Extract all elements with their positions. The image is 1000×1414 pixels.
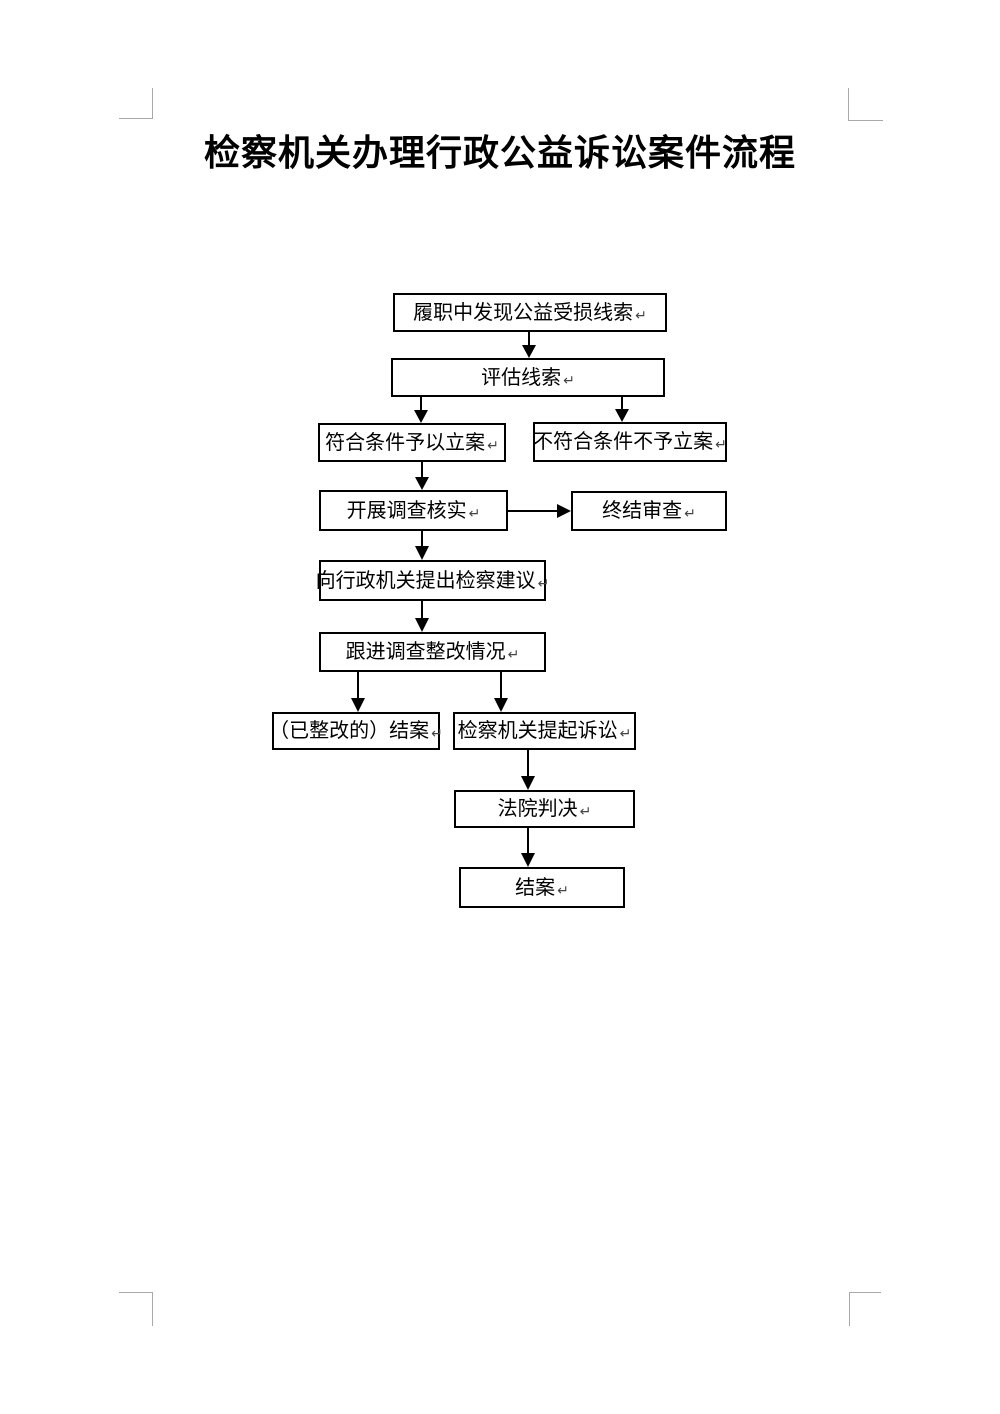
paragraph-return-mark: ↵ <box>635 306 647 323</box>
arrow-suggest-to-follow <box>415 601 429 632</box>
arrow-investigate-to-suggest <box>415 531 429 560</box>
flow-node-label: 履职中发现公益受损线索 <box>413 301 634 324</box>
paragraph-return-mark: ↵ <box>431 725 443 741</box>
flow-node-label: 向行政机关提出检察建议 <box>315 569 536 592</box>
arrow-investigate-to-terminate <box>508 504 571 518</box>
text-boundary-corner-bottom-right <box>849 1292 881 1326</box>
flow-node-label: 不符合条件不予立案 <box>533 431 714 453</box>
flow-node-label: 终结审查 <box>602 500 683 522</box>
arrow-follow-to-prosecute <box>494 672 508 712</box>
paragraph-return-mark: ↵ <box>579 803 592 819</box>
flow-node-clue-found: 履职中发现公益受损线索↵ <box>393 293 667 332</box>
arrow-assess-to-nofile <box>615 397 629 422</box>
flow-node-investigate-verify: 开展调查核实↵ <box>319 490 508 531</box>
paragraph-return-mark: ↵ <box>487 436 499 453</box>
flow-node-label: 法院判决 <box>497 798 578 820</box>
arrow-clue-to-assess <box>522 332 536 358</box>
flow-node-label: 评估线索 <box>481 366 562 389</box>
paragraph-return-mark: ↵ <box>557 881 569 898</box>
text-boundary-corner-top-left <box>119 88 153 119</box>
flow-node-assess-clue: 评估线索↵ <box>391 358 665 397</box>
flow-node-terminate-review: 终结审查↵ <box>571 491 727 531</box>
paragraph-return-mark: ↵ <box>507 646 520 662</box>
flow-node-label: 符合条件予以立案 <box>325 431 486 454</box>
paragraph-return-mark: ↵ <box>619 725 632 741</box>
paragraph-return-mark: ↵ <box>715 436 727 452</box>
flow-node-follow-up-rectification: 跟进调查整改情况↵ <box>319 632 546 672</box>
flow-node-label: 结案 <box>515 876 556 899</box>
flow-node-label: 检察机关提起诉讼 <box>457 720 618 742</box>
arrow-court-to-close <box>521 828 535 867</box>
flow-node-court-judgment: 法院判决↵ <box>454 790 635 828</box>
text-boundary-corner-top-right <box>848 88 883 121</box>
flow-node-close-case: 结案↵ <box>459 867 625 908</box>
flow-node-procuratorial-suggestion: 向行政机关提出检察建议↵ <box>315 560 549 601</box>
paragraph-return-mark: ↵ <box>468 504 481 521</box>
flow-node-no-file-case: 不符合条件不予立案↵ <box>533 422 727 462</box>
flow-node-label: 开展调查核实 <box>346 499 467 522</box>
page-title: 检察机关办理行政公益诉讼案件流程 <box>203 132 796 173</box>
flow-node-file-case: 符合条件予以立案↵ <box>318 423 506 462</box>
arrow-file-to-investigate <box>415 462 429 490</box>
arrow-follow-to-rectclose <box>351 672 365 712</box>
flow-node-label: （已整改的）结案 <box>269 720 430 742</box>
arrow-prosecute-to-court <box>521 750 535 790</box>
flow-node-file-lawsuit: 检察机关提起诉讼↵ <box>453 712 636 750</box>
arrow-assess-to-file <box>414 397 428 423</box>
text-boundary-corner-bottom-left <box>119 1292 153 1326</box>
flow-node-label: 跟进调查整改情况 <box>345 641 506 663</box>
paragraph-return-mark: ↵ <box>537 574 550 591</box>
paragraph-return-mark: ↵ <box>563 371 575 388</box>
flow-node-close-if-rectified: （已整改的）结案↵ <box>269 712 443 750</box>
paragraph-return-mark: ↵ <box>684 505 696 521</box>
